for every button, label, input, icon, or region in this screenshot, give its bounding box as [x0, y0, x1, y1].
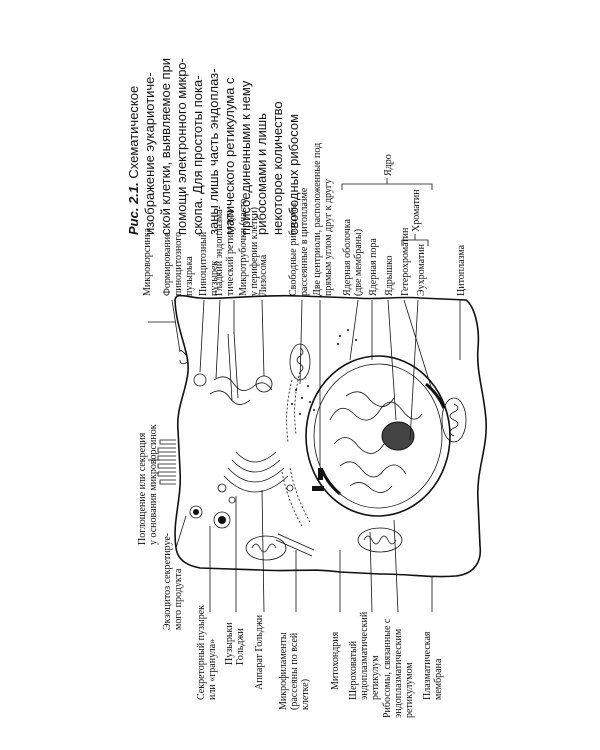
- label-pinocytotic-formation: Формирование пиноцитозного пузырька: [162, 229, 195, 296]
- label-golgi-apparatus: Аппарат Гольджи: [254, 614, 265, 690]
- labels-right: Микроворсинка Формирование пиноцитозного…: [142, 140, 467, 296]
- caption-line-5: скопа. Для простоты пока-: [190, 75, 205, 235]
- label-nuclear-pore: Ядерная пора: [368, 238, 379, 296]
- label-mitochondrion: Митохондрия: [330, 631, 341, 690]
- microtubules: [227, 331, 315, 557]
- label-heterochromatin: Гетерохроматин: [400, 227, 411, 296]
- label-microfilaments: Микрофиламенты (рассеяны по всей клетке): [278, 630, 311, 710]
- secretory-vesicles: [189, 505, 231, 529]
- label-cytoplasm: Цитоплазма: [456, 244, 467, 296]
- caption-line-1: Рис. 2.1. Схематическое: [126, 86, 141, 235]
- leader-lines: [148, 299, 461, 613]
- label-absorption-secretion: Поглощение или секреция у основания микр…: [137, 424, 159, 545]
- labels-left: Поглощение или секреция у основания микр…: [137, 424, 444, 718]
- bracket-label-chromatin: Хроматин: [411, 189, 422, 232]
- label-exocytosis: Экзоцитоз секретируе- мого продукта: [162, 530, 184, 630]
- centrioles: [312, 468, 324, 491]
- label-centrioles: Две центриоли, расположенные под прямым …: [312, 140, 334, 296]
- label-lysosome: Лизосома: [258, 254, 269, 296]
- nucleolus: [381, 421, 415, 451]
- label-rough-er: Шероховатый эндоплазматический ретикулум: [348, 609, 381, 700]
- free-ribosomes: [291, 329, 357, 415]
- plasma-membrane-shape: [174, 294, 488, 578]
- label-pinocytotic-vesicle: Пиноцитозный пузырек: [198, 229, 220, 296]
- label-nucleolus: Ядрышко: [384, 255, 395, 296]
- chromatin-bracket: [401, 234, 429, 246]
- caption-line-2: изображение эукариотиче-: [142, 72, 157, 235]
- brackets: Ядро Хроматин: [341, 154, 433, 246]
- caption-line-3: ской клетки, выявляемое при: [158, 58, 173, 235]
- label-microvillus: Микроворсинка: [142, 227, 153, 296]
- caption-line-8: присоединенными к нему: [238, 80, 253, 235]
- label-free-ribosomes: Свободные рибосомы, рассеянные в цитопла…: [288, 187, 310, 296]
- rough-er: [281, 371, 311, 527]
- lysosome: [255, 375, 273, 393]
- label-nuclear-envelope: Ядерная оболочка (две мембраны): [342, 217, 364, 296]
- caption-line-10: некоторое количество: [270, 101, 285, 235]
- label-golgi-vesicles: Пузырьки Гольджи: [224, 620, 246, 665]
- label-plasma-membrane: Плазматическая мембрана: [422, 629, 444, 700]
- nuclear-envelope-outer: [305, 355, 451, 517]
- golgi-apparatus: [217, 451, 294, 504]
- label-er-ribosomes: Рибосомы, связанные с эндоплазматическим…: [382, 616, 415, 718]
- caption-line-9: рибосомами и лишь: [254, 113, 269, 235]
- mitochondria: [245, 343, 467, 561]
- cell-drawing: [157, 294, 488, 578]
- microvilli: [157, 439, 176, 485]
- caption-line-6: заны лишь часть эндоплаз-: [206, 69, 221, 235]
- nucleus: [305, 355, 451, 517]
- pinocytotic-vesicles: [179, 349, 207, 387]
- caption-line-7: матического ретикулума с: [222, 77, 237, 235]
- label-smooth-er: Гладкий эндоплазма- тический ретикулум: [214, 204, 236, 296]
- bracket-label-nucleus: Ядро: [383, 154, 394, 176]
- label-secretory-vesicle: Секреторный пузырек или «гранула»: [196, 602, 218, 700]
- nucleus-bracket: [341, 178, 433, 190]
- caption-line-11: свободных рибосом: [286, 114, 301, 235]
- figure-caption: Рис. 2.1. Схематическое изображение эука…: [126, 58, 301, 235]
- caption-line-4: помощи электронного микро-: [174, 58, 189, 235]
- smooth-er: [209, 376, 273, 405]
- nuclear-envelope-inner: [313, 363, 443, 509]
- label-microtubules: Микротрубочки (часто у периферии клетки): [238, 196, 260, 296]
- label-euchromatin: Эухроматин: [416, 243, 427, 296]
